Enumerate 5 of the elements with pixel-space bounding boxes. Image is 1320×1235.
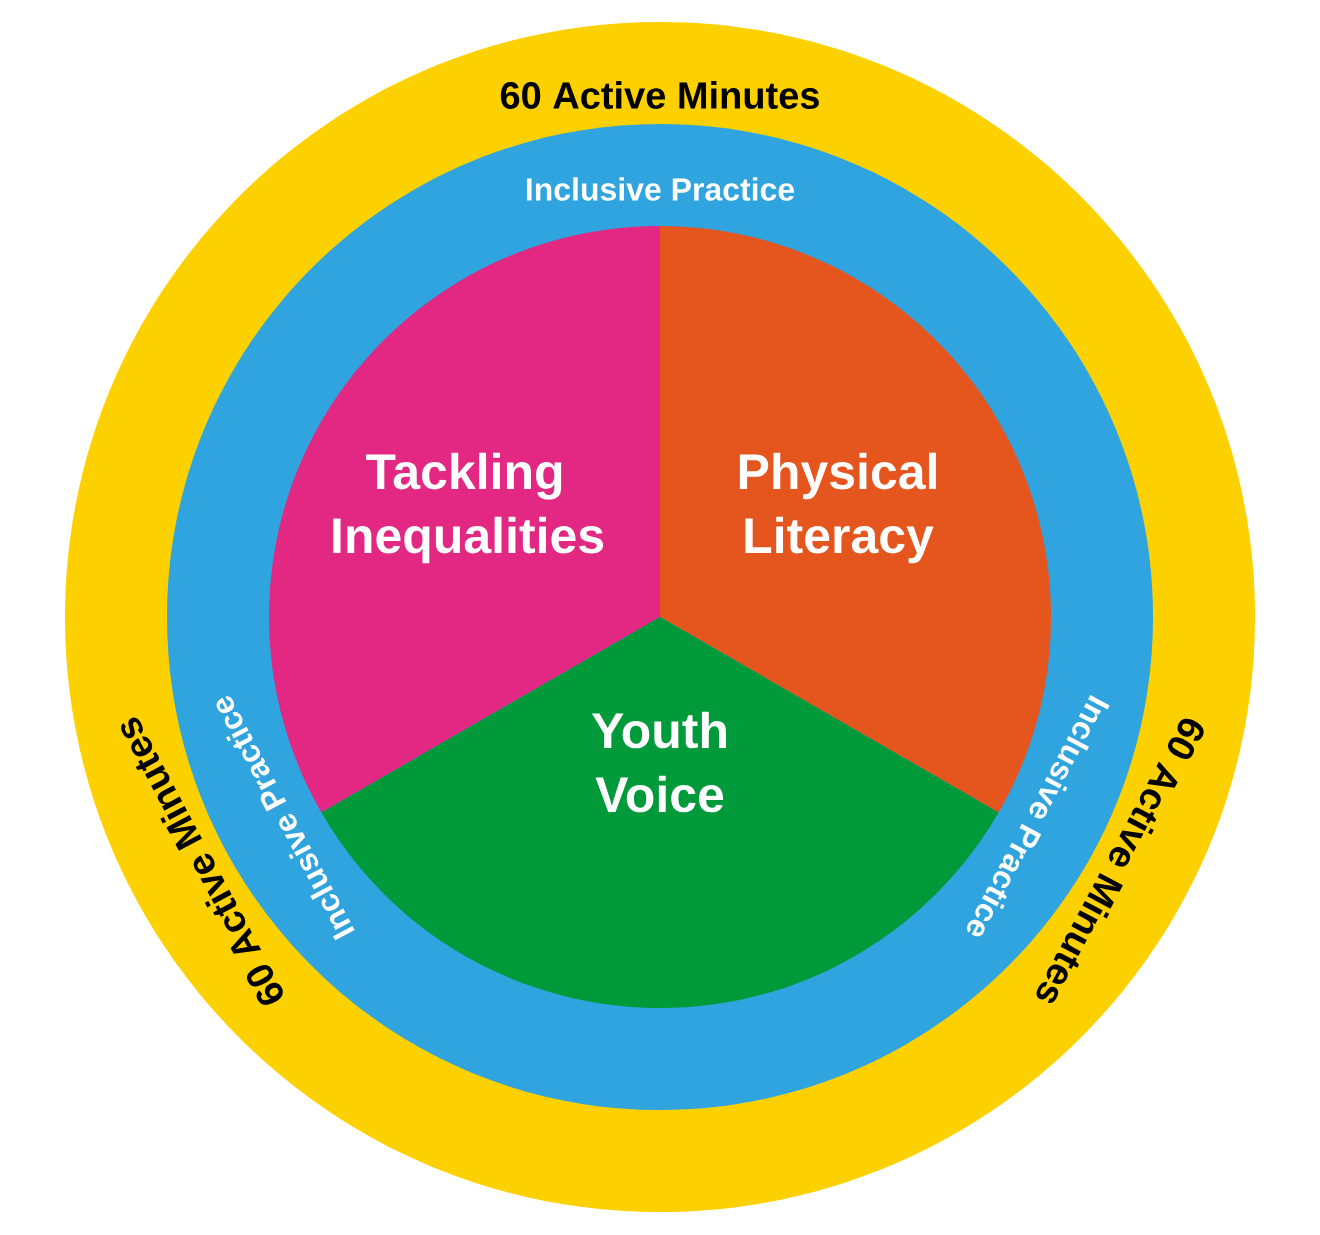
sector-label: Tackling Inequalities xyxy=(333,452,604,564)
ring-label: Inclusive Practice xyxy=(526,177,795,201)
ring-label: 60 Active Minutes xyxy=(500,81,819,109)
sector-label: Physical Literacy xyxy=(739,452,936,564)
sector-label: Youth Voice xyxy=(591,711,726,813)
